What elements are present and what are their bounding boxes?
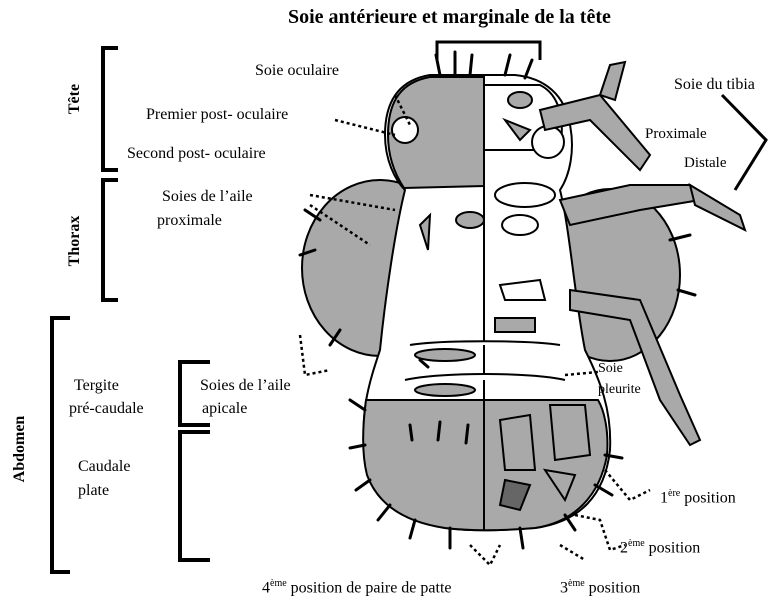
label-soies-aile-proximale-line2: proximale [157,212,222,230]
bracket-thorax [103,180,118,300]
label-soie-pleurite-line2: pleurite [598,382,641,398]
label-caudale-line1: Caudale [78,458,130,476]
position-3-suffix: ème [568,578,585,589]
position-2-text: position [649,539,701,556]
bracket-tete [103,48,118,170]
label-caudale-line2: plate [78,482,109,500]
label-position-3: 3ème position [560,578,640,598]
label-soies-aile-apicale-line2: apicale [202,400,247,418]
label-position-4: 4ème position de paire de patte [262,578,452,598]
label-second-post-oculaire: Second post- oculaire [127,145,266,163]
bracket-tibia [722,95,766,190]
position-1-number: 1 [660,489,668,506]
label-soie-oculaire: Soie oculaire [255,62,339,80]
position-4-text: position de paire de patte [291,579,452,596]
position-1-text: position [684,489,736,506]
position-4-suffix: ème [270,578,287,589]
region-thorax: Thorax [66,211,84,271]
bracket-abdomen [52,318,70,572]
label-position-2: 2ème position [620,538,700,558]
label-premier-post-oculaire: Premier post- oculaire [146,106,288,124]
label-distale: Distale [684,155,727,172]
region-abdomen: Abdomen [11,409,29,489]
left-eye [392,117,418,143]
diagram-title: Soie antérieure et marginale de la tête [288,6,611,29]
label-soies-aile-apicale-line1: Soies de l’aile [200,377,291,395]
label-soie-du-tibia: Soie du tibia [674,76,755,94]
position-2-number: 2 [620,539,628,556]
bracket-head-top [437,42,540,60]
position-3-number: 3 [560,579,568,596]
label-position-1: 1ère position [660,488,736,508]
bracket-caudale [180,432,210,560]
label-tergite-line1: Tergite [74,377,119,395]
position-3-text: position [589,579,641,596]
label-proximale: Proximale [645,126,707,143]
position-2-suffix: ème [628,538,645,549]
region-tete: Tête [66,79,84,119]
position-1-suffix: ère [668,488,680,499]
label-tergite-line2: pré-caudale [69,400,144,418]
position-4-number: 4 [262,579,270,596]
label-soie-pleurite-line1: Soie [598,361,623,377]
label-soies-aile-proximale-line1: Soies de l’aile [162,188,253,206]
